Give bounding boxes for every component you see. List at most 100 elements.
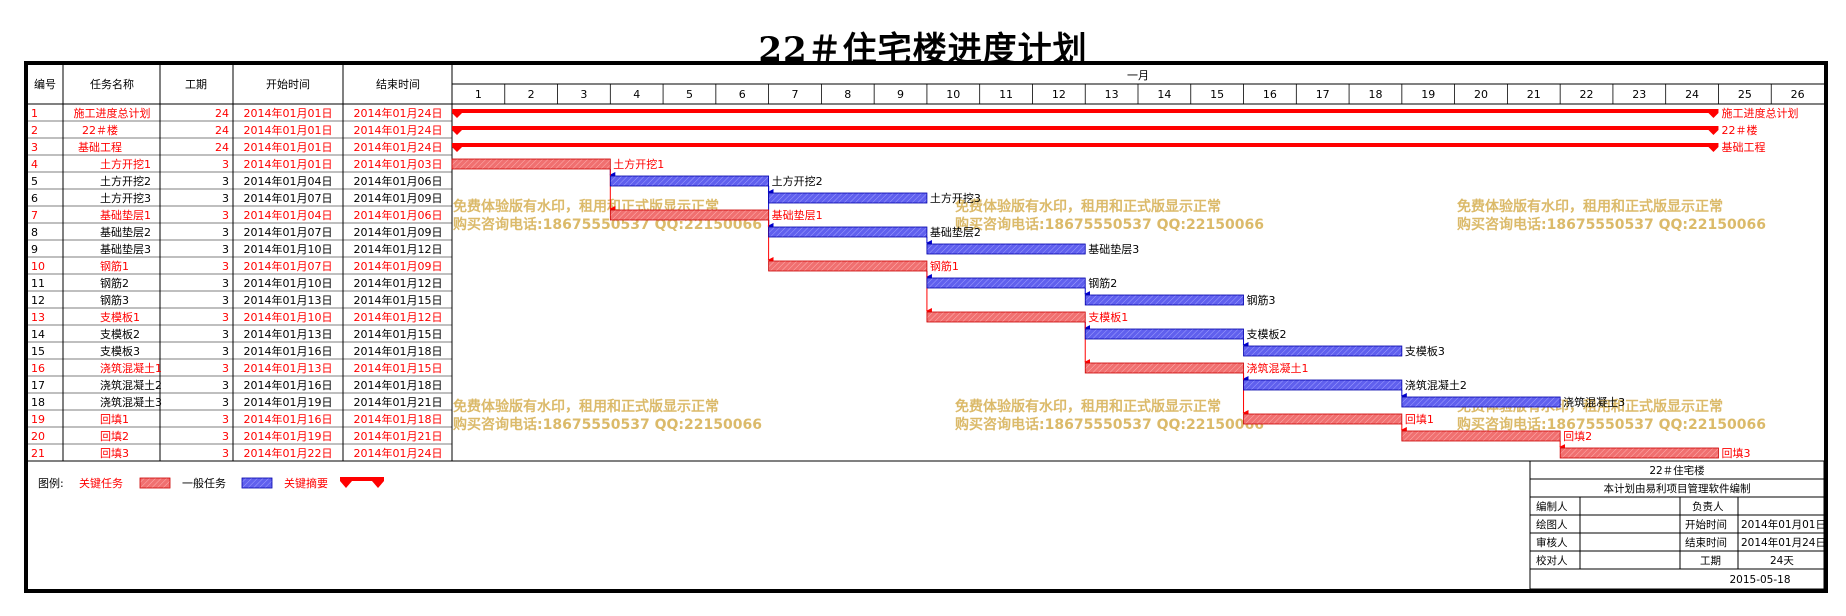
column-header: 编号 <box>34 77 56 91</box>
day-tick-label: 5 <box>686 88 693 101</box>
task-name: 土方开挖3 <box>100 191 151 205</box>
info-owner-label: 负责人 <box>1692 500 1724 513</box>
task-id: 15 <box>31 345 45 358</box>
day-tick-label: 4 <box>633 88 640 101</box>
task-end: 2014年01月15日 <box>354 293 443 307</box>
task-id: 16 <box>31 362 45 375</box>
day-tick-label: 10 <box>946 88 960 101</box>
task-name: 基础工程 <box>78 141 122 154</box>
watermark-line2: 购买咨询电话:18675550537 QQ:22150066 <box>1457 216 1766 233</box>
task-bar <box>1401 396 1561 408</box>
legend-summary-label: 关键摘要 <box>284 476 328 490</box>
task-start: 2014年01月07日 <box>244 225 333 239</box>
task-duration: 3 <box>222 413 229 426</box>
task-end: 2014年01月12日 <box>354 310 443 324</box>
bar-label: 土方开挖2 <box>772 174 823 188</box>
task-name: 基础垫层3 <box>100 242 151 256</box>
task-duration: 3 <box>222 260 229 273</box>
task-start: 2014年01月16日 <box>244 378 333 392</box>
task-duration: 3 <box>222 158 229 171</box>
bar-label: 土方开挖3 <box>930 191 981 205</box>
bar-label: 基础垫层1 <box>772 208 823 222</box>
info-project: 22＃住宅楼 <box>1649 464 1705 477</box>
watermark-line2: 购买咨询电话:18675550537 QQ:22150066 <box>955 216 1264 233</box>
bar-label: 基础垫层2 <box>930 225 981 239</box>
day-tick-label: 2 <box>528 88 535 101</box>
bar-label: 基础垫层3 <box>1088 242 1139 256</box>
task-id: 11 <box>31 277 45 290</box>
task-duration: 3 <box>222 311 229 324</box>
watermark-line1: 免费体验版有水印，租用和正式版显示正常 <box>955 398 1221 415</box>
task-duration: 3 <box>222 226 229 239</box>
day-tick-label: 23 <box>1632 88 1646 101</box>
task-name: 基础垫层1 <box>100 208 151 222</box>
day-tick-label: 26 <box>1791 88 1805 101</box>
task-name: 施工进度总计划 <box>74 106 151 120</box>
day-tick-label: 13 <box>1105 88 1119 101</box>
bar-label: 浇筑混凝土1 <box>1247 361 1309 375</box>
day-tick-label: 21 <box>1527 88 1541 101</box>
task-start: 2014年01月07日 <box>244 191 333 205</box>
task-duration: 3 <box>222 209 229 222</box>
bar-label: 浇筑混凝土2 <box>1405 378 1467 392</box>
task-end: 2014年01月18日 <box>354 412 443 426</box>
day-tick-label: 9 <box>897 88 904 101</box>
outer-frame <box>24 61 1828 593</box>
day-tick-label: 18 <box>1368 88 1382 101</box>
task-start: 2014年01月04日 <box>244 208 333 222</box>
task-start: 2014年01月16日 <box>244 344 333 358</box>
info-date: 2015-05-18 <box>1729 574 1790 586</box>
day-tick-label: 7 <box>792 88 799 101</box>
task-start: 2014年01月13日 <box>244 361 333 375</box>
task-name: 回填2 <box>100 429 129 443</box>
day-tick-label: 15 <box>1210 88 1224 101</box>
task-start: 2014年01月19日 <box>244 429 333 443</box>
legend-critical-swatch <box>139 477 171 489</box>
day-tick-label: 20 <box>1474 88 1488 101</box>
task-bar <box>1084 362 1244 374</box>
task-bar <box>1243 379 1403 391</box>
task-name: 钢筋1 <box>100 259 129 273</box>
task-end: 2014年01月09日 <box>354 259 443 273</box>
column-header: 结束时间 <box>376 78 420 91</box>
task-bar <box>926 243 1086 255</box>
task-id: 14 <box>31 328 45 341</box>
task-end: 2014年01月21日 <box>354 429 443 443</box>
task-duration: 3 <box>222 277 229 290</box>
info-duration-value: 24天 <box>1770 555 1794 567</box>
task-id: 7 <box>31 209 38 222</box>
task-start: 2014年01月01日 <box>244 157 333 171</box>
task-bar <box>768 260 928 272</box>
task-duration: 24 <box>215 107 229 120</box>
task-end: 2014年01月21日 <box>354 395 443 409</box>
task-end: 2014年01月18日 <box>354 378 443 392</box>
column-header: 任务名称 <box>90 77 134 91</box>
task-start: 2014年01月04日 <box>244 174 333 188</box>
day-tick-label: 24 <box>1685 88 1699 101</box>
bar-label: 回填2 <box>1563 429 1592 443</box>
bar-label: 支模板3 <box>1405 344 1445 358</box>
task-name: 土方开挖1 <box>100 157 151 171</box>
day-tick-label: 19 <box>1421 88 1435 101</box>
task-bar <box>1243 345 1403 357</box>
task-start: 2014年01月19日 <box>244 395 333 409</box>
task-id: 1 <box>31 107 38 120</box>
task-duration: 24 <box>215 124 229 137</box>
bar-label: 基础工程 <box>1721 141 1765 154</box>
task-duration: 3 <box>222 379 229 392</box>
month-label: 一月 <box>1127 69 1149 82</box>
task-name: 支模板2 <box>100 327 140 341</box>
task-end: 2014年01月18日 <box>354 344 443 358</box>
task-name: 钢筋3 <box>100 293 129 307</box>
day-tick-label: 12 <box>1052 88 1066 101</box>
day-tick-label: 25 <box>1738 88 1752 101</box>
task-name: 支模板3 <box>100 344 140 358</box>
task-start: 2014年01月22日 <box>244 446 333 460</box>
task-duration: 3 <box>222 430 229 443</box>
